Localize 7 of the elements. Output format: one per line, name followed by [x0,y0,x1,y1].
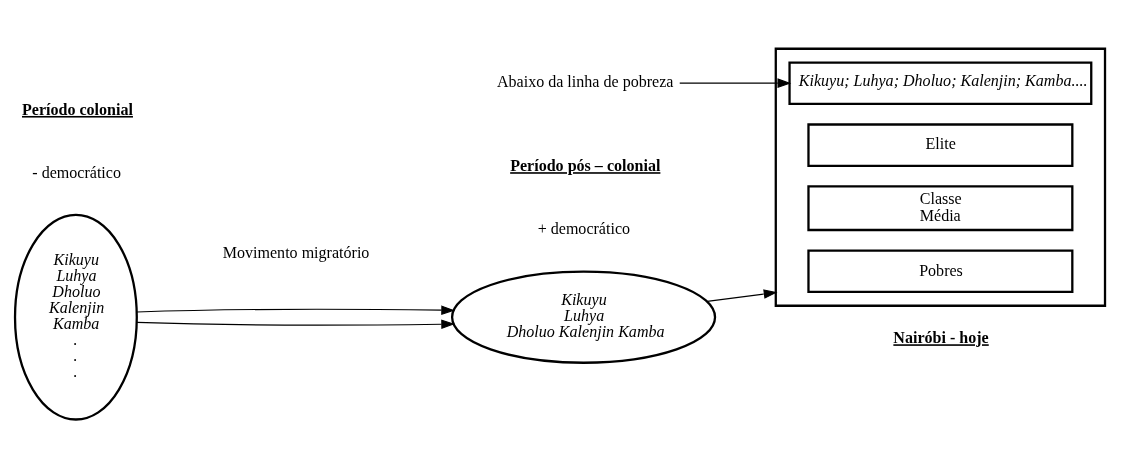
node-text: Abaixo da linha de pobreza [496,73,674,91]
label: + democrático [537,220,631,238]
label: Movimento migratório [222,244,370,262]
label: Período colonial [21,100,133,118]
label: Período pós – colonial [510,157,661,175]
label: Nairóbi - hoje [893,329,989,347]
label: - democrático [32,164,121,182]
